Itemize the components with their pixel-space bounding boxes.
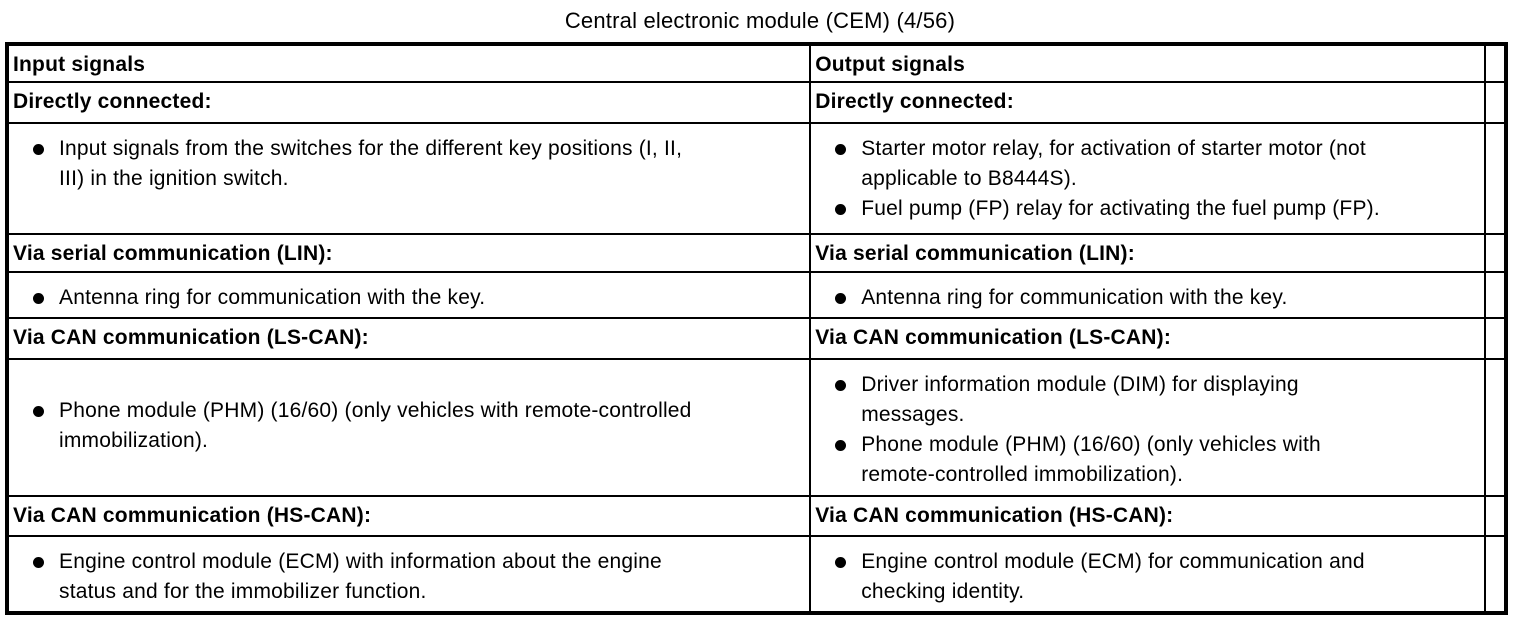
signal-list: Engine control module (ECM) with informa… [9,547,805,607]
signal-item-text: Fuel pump (FP) relay for activating the … [861,197,1380,220]
section-header-row-hs-can: Via CAN communication (HS-CAN): Via CAN … [5,495,1508,537]
margin-cell [1483,535,1508,614]
margin-cell [1483,81,1508,124]
signal-item: Antenna ring for communication with the … [9,283,805,313]
table-header-row: Input signals Output signals [5,43,1508,83]
signal-item: Antenna ring for communication with the … [812,283,1480,313]
signal-list-cell: Antenna ring for communication with the … [5,271,812,319]
bullet-icon [33,293,44,304]
section-items-row-directly-connected: Input signals from the switches for the … [5,122,1508,235]
margin-cell [1483,317,1508,360]
margin-cell [1483,233,1508,273]
signal-item-text: Engine control module (ECM) with informa… [59,550,662,603]
signal-list: Phone module (PHM) (16/60) (only vehicle… [9,396,805,456]
signal-item-text: Input signals from the switches for the … [59,137,683,190]
bullet-icon [835,204,847,215]
bullet-icon [33,144,44,155]
section-label-cell: Via CAN communication (HS-CAN): [5,495,812,537]
bullet-icon [835,557,847,568]
signal-item: Fuel pump (FP) relay for activating the … [812,194,1480,224]
margin-cell [1483,43,1508,83]
signal-list-cell: Engine control module (ECM) for communic… [809,535,1486,614]
signal-item: Engine control module (ECM) for communic… [812,547,1480,607]
section-label-cell: Via serial communication (LIN): [809,233,1486,273]
signal-item: Starter motor relay, for activation of s… [812,134,1480,194]
section-label-cell: Via CAN communication (HS-CAN): [809,495,1486,537]
section-header-row-directly-connected: Directly connected: Directly connected: [5,81,1508,124]
signal-item: Driver information module (DIM) for disp… [812,370,1480,430]
section-label-cell: Via CAN communication (LS-CAN): [5,317,812,360]
signal-list: Antenna ring for communication with the … [812,283,1480,313]
document-title: Central electronic module (CEM) (4/56) [564,8,956,33]
margin-cell [1483,271,1508,319]
output-signals-header-cell: Output signals [809,43,1486,83]
section-label-cell: Via CAN communication (LS-CAN): [809,317,1486,360]
input-signals-header-cell: Input signals [5,43,812,83]
cem-signals-table: Input signals Output signals Directly co… [5,42,1508,615]
section-items-row-hs-can: Engine control module (ECM) with informa… [5,535,1508,614]
signal-list: Starter motor relay, for activation of s… [812,134,1480,224]
section-header-row-ls-can: Via CAN communication (LS-CAN): Via CAN … [5,317,1508,360]
section-items-row-ls-can: Phone module (PHM) (16/60) (only vehicle… [5,358,1508,497]
signal-item-text: Driver information module (DIM) for disp… [861,373,1299,426]
signal-item-text: Phone module (PHM) (16/60) (only vehicle… [861,433,1321,486]
signal-item: Input signals from the switches for the … [9,134,805,194]
margin-cell [1483,495,1508,537]
section-label-cell: Directly connected: [5,81,812,124]
signal-list-cell: Starter motor relay, for activation of s… [809,122,1486,235]
signal-item-text: Antenna ring for communication with the … [861,286,1288,309]
bullet-icon [33,405,44,417]
section-items-row-lin: Antenna ring for communication with the … [5,271,1508,319]
section-label-cell: Directly connected: [809,81,1486,124]
signal-item-text: Antenna ring for communication with the … [59,286,486,309]
signal-item: Phone module (PHM) (16/60) (only vehicle… [9,396,805,456]
bullet-icon [835,293,847,304]
section-header-row-lin: Via serial communication (LIN): Via seri… [5,233,1508,273]
bullet-icon [33,557,44,568]
signal-list: Driver information module (DIM) for disp… [812,370,1480,490]
signal-item-text: Starter motor relay, for activation of s… [861,137,1366,190]
signal-item: Engine control module (ECM) with informa… [9,547,805,607]
signal-list: Engine control module (ECM) for communic… [812,547,1480,607]
signal-item: Phone module (PHM) (16/60) (only vehicle… [812,430,1480,490]
bullet-icon [835,380,847,391]
signal-list-cell: Driver information module (DIM) for disp… [809,358,1486,497]
bullet-icon [835,144,847,155]
signal-list-cell: Phone module (PHM) (16/60) (only vehicle… [5,358,812,497]
section-label-cell: Via serial communication (LIN): [5,233,812,273]
signal-item-text: Engine control module (ECM) for communic… [861,550,1365,603]
signal-list: Antenna ring for communication with the … [9,283,805,313]
signal-list-cell: Engine control module (ECM) with informa… [5,535,812,614]
bullet-icon [835,440,847,451]
signal-list-cell: Input signals from the switches for the … [5,122,812,235]
signal-list-cell: Antenna ring for communication with the … [809,271,1486,319]
signal-list: Input signals from the switches for the … [9,134,805,194]
margin-cell [1483,122,1508,235]
margin-cell [1483,358,1508,497]
signal-item-text: Phone module (PHM) (16/60) (only vehicle… [59,398,692,452]
